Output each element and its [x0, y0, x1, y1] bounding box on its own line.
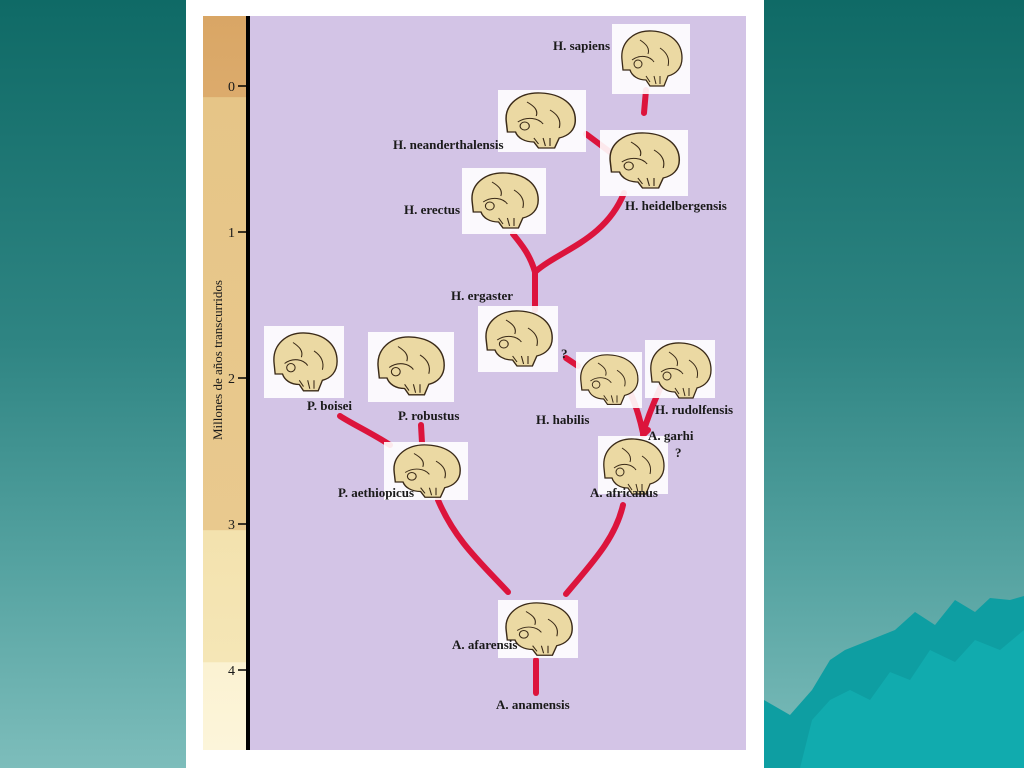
axis-tick-label-3: 3 — [228, 518, 235, 533]
label-h-habilis: H. habilis — [536, 412, 589, 427]
label-a-afarensis: A. afarensis — [452, 637, 517, 652]
branch-ergaster-erectus — [510, 231, 538, 275]
skull-h-rudolfensis — [645, 340, 715, 399]
label-p-aethiopicus: P. aethiopicus — [338, 485, 414, 500]
axis-tick-label-2: 2 — [228, 372, 235, 387]
branch-afarensis-africanus — [563, 502, 626, 597]
label-a-garhi: A. garhi — [648, 428, 694, 443]
label-a-africanus: A. africanus — [590, 485, 658, 500]
label-a-anamensis: A. anamensis — [496, 697, 570, 712]
label-p-robustus: P. robustus — [398, 408, 459, 423]
axis-ticks: 0 1 2 3 4 — [228, 80, 248, 679]
label-h-ergaster: H. ergaster — [451, 288, 513, 303]
skull-a-afarensis — [498, 600, 578, 658]
skull-p-boisei — [264, 326, 344, 398]
skull-h-heidelbergensis — [600, 130, 688, 196]
time-band — [203, 16, 248, 750]
axis-tick-label-1: 1 — [228, 226, 235, 241]
axis-tick-label-4: 4 — [228, 664, 235, 679]
uncertain-mark-garhi: ? — [675, 445, 682, 460]
skull-h-neanderthalensis — [498, 90, 586, 152]
uncertain-mark-habilis: ? — [561, 346, 568, 361]
skull-h-erectus — [462, 168, 546, 234]
skull-h-ergaster — [478, 306, 558, 372]
skull-a-africanus — [598, 436, 668, 495]
label-p-boisei: P. boisei — [307, 398, 352, 413]
label-h-neanderthalensis: H. neanderthalensis — [393, 137, 504, 152]
branch-aethiopicus-robustus — [418, 422, 425, 446]
skull-h-sapiens — [612, 24, 690, 94]
axis-tick-label-0: 0 — [228, 80, 235, 95]
skull-p-robustus — [368, 332, 454, 402]
label-h-rudolfensis: H. rudolfensis — [655, 402, 733, 417]
label-h-sapiens: H. sapiens — [553, 38, 610, 53]
label-h-erectus: H. erectus — [404, 202, 460, 217]
label-h-heidelbergensis: H. heidelbergensis — [625, 198, 727, 213]
skull-tiles — [264, 24, 715, 658]
branch-aethiopicus-boisei — [337, 413, 393, 448]
branch-ergaster-heidelbergensis — [532, 190, 627, 275]
skull-h-habilis — [576, 352, 642, 408]
mountain-shape-front — [800, 630, 1024, 768]
branch-afarensis-aethiopicus — [435, 497, 511, 595]
skull-p-aethiopicus — [384, 442, 468, 500]
axis-title: Millones de años transcurridos — [210, 280, 225, 440]
